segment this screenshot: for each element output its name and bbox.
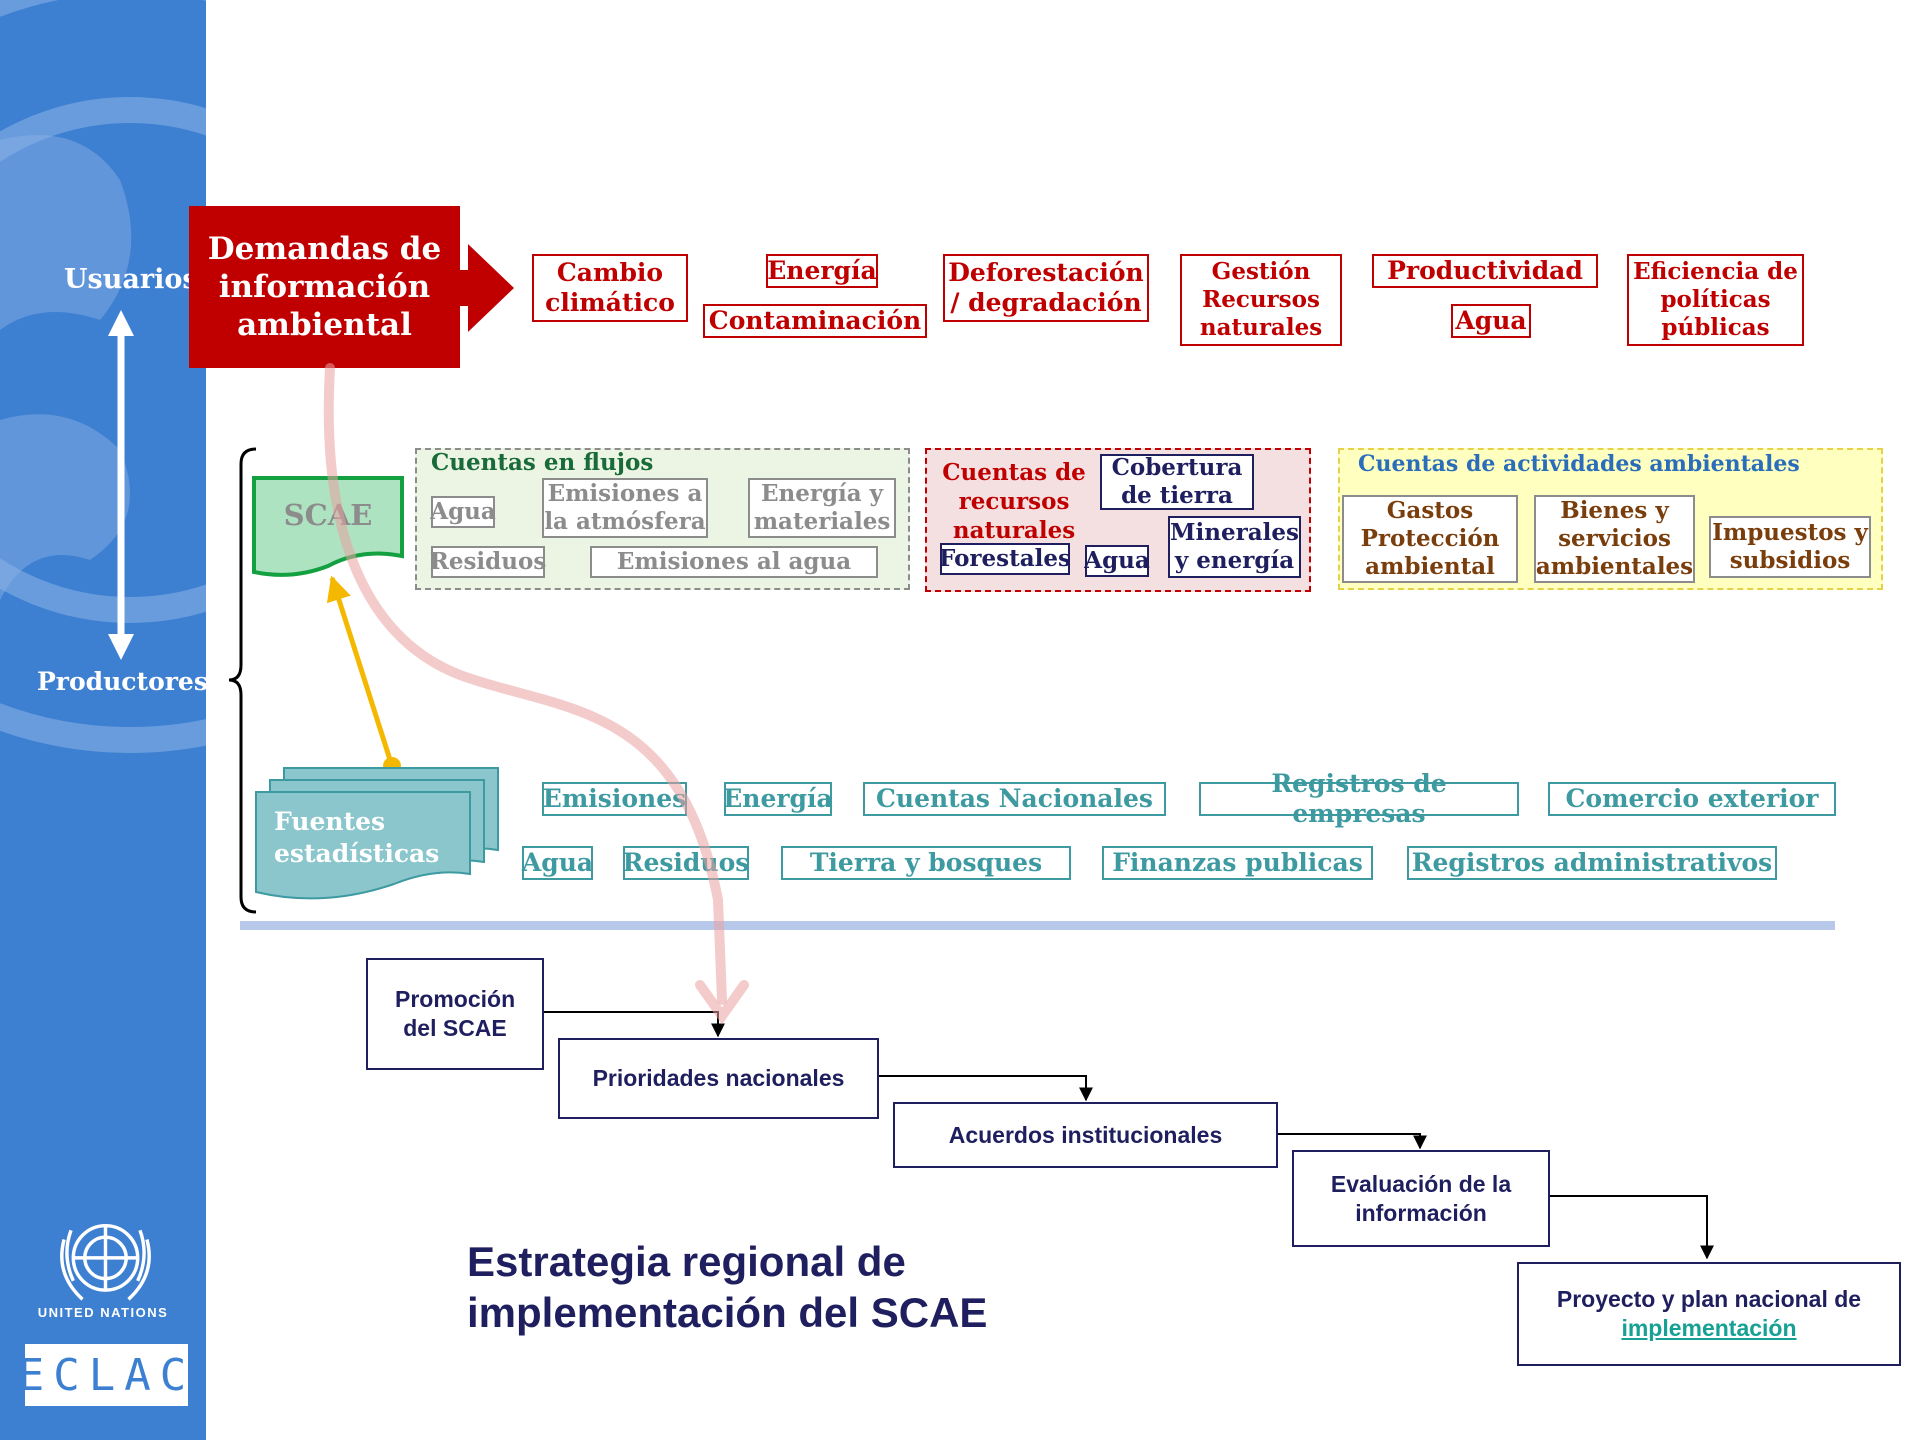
recursos-cobertura-label: Cobertura de tierra: [1111, 454, 1243, 509]
step-acuerdos: Acuerdos institucionales: [893, 1102, 1278, 1168]
topic-gestion-label: Gestión Recursos naturales: [1199, 258, 1323, 341]
topic-eficiencia: Eficiencia de políticas públicas: [1627, 254, 1804, 346]
step-proyecto-prefix: Proyecto y plan nacional de: [1556, 1286, 1862, 1312]
demandas-arrow-icon: [460, 244, 514, 332]
step-proyecto-text: Proyecto y plan nacional de implementaci…: [1544, 1285, 1874, 1343]
step-proyecto: Proyecto y plan nacional de implementaci…: [1517, 1262, 1901, 1366]
demandas-box: Demandas de información ambiental: [189, 206, 460, 368]
strategy-title: Estrategia regional de implementación de…: [467, 1236, 987, 1338]
flujos-emisiones-agua-label: Emisiones al agua: [616, 548, 852, 575]
topic-eficiencia-label: Eficiencia de políticas públicas: [1633, 258, 1798, 341]
flujos-emisiones-agua: Emisiones al agua: [590, 546, 878, 578]
topic-contaminacion-label: Contaminación: [708, 306, 922, 335]
fuente-emisiones: Emisiones: [542, 782, 687, 816]
fuente-energia: Energía: [723, 782, 833, 816]
eclac-logo: ECLAC: [18, 1344, 188, 1406]
topic-agua-label: Agua: [1455, 306, 1527, 335]
fuente-cuentas-nac-label: Cuentas Nacionales: [876, 784, 1153, 813]
flujos-energia-mat-label: Energía y materiales: [753, 480, 891, 535]
recursos-cobertura: Cobertura de tierra: [1100, 454, 1254, 510]
topic-energia: Energía: [766, 254, 878, 288]
fuente-tierra-bosques: Tierra y bosques: [781, 846, 1071, 880]
recursos-forestales: Forestales: [939, 543, 1071, 575]
un-logo-icon: [60, 1223, 151, 1301]
demandas-title: Demandas de información ambiental: [207, 231, 442, 343]
topic-agua: Agua: [1451, 304, 1531, 338]
fuente-tierra-label: Tierra y bosques: [809, 848, 1043, 877]
fuente-finanzas-label: Finanzas publicas: [1112, 848, 1363, 877]
fuente-agua-label: Agua: [521, 848, 594, 877]
topic-contaminacion: Contaminación: [703, 304, 927, 338]
step-promocion-label: Promoción del SCAE: [395, 986, 516, 1041]
fuente-registros-emp-label: Registros de empresas: [1271, 769, 1447, 828]
fuente-registros-empresas: Registros de empresas: [1199, 769, 1519, 828]
topic-energia-label: Energía: [767, 256, 877, 285]
fuente-residuos-label: Residuos: [622, 848, 750, 877]
topic-productividad-label: Productividad: [1387, 256, 1583, 285]
fuente-agua: Agua: [522, 846, 593, 880]
recursos-forestales-label: Forestales: [939, 545, 1071, 572]
step-acuerdos-label: Acuerdos institucionales: [948, 1121, 1223, 1148]
actividades-impuestos-label: Impuestos y subsidios: [1712, 519, 1868, 574]
topic-deforestacion: Deforestación / degradación: [943, 254, 1149, 322]
step-promocion: Promoción del SCAE: [366, 958, 544, 1070]
cuentas-recursos-title: Cuentas de recursos naturales: [942, 459, 1086, 544]
topic-gestion: Gestión Recursos naturales: [1180, 254, 1342, 346]
un-logo-text: UNITED NATIONS: [37, 1305, 169, 1320]
actividades-impuestos: Impuestos y subsidios: [1709, 516, 1871, 578]
flujos-energia-materiales: Energía y materiales: [748, 478, 896, 538]
strategy-title-line1: Estrategia regional de: [467, 1238, 906, 1285]
usuarios-productores-arrow: [108, 310, 134, 660]
actividades-bienes-label: Bienes y servicios ambientales: [1535, 497, 1694, 580]
producers-bracket: [228, 447, 257, 914]
step-prioridades-label: Prioridades nacionales: [592, 1065, 845, 1091]
topic-deforestacion-label: Deforestación / degradación: [948, 258, 1144, 317]
recursos-agua: Agua: [1084, 545, 1150, 577]
productores-label: Productores: [37, 667, 208, 696]
cuentas-actividades-title: Cuentas de actividades ambientales: [1358, 451, 1800, 477]
recursos-minerales: Minerales y energía: [1168, 516, 1301, 578]
cuentas-flujos-title: Cuentas en flujos: [431, 449, 654, 476]
fuentes-label: Fuentes estadísticas: [274, 807, 440, 868]
un-emblem-watermark: [0, 0, 206, 753]
recursos-minerales-label: Minerales y energía: [1170, 519, 1299, 574]
fuente-comercio-label: Comercio exterior: [1565, 784, 1819, 813]
fuente-cuentas-nacionales: Cuentas Nacionales: [863, 782, 1166, 816]
scae-label: SCAE: [283, 498, 373, 532]
sidebar: UNITED NATIONS ECLAC: [0, 0, 206, 1440]
flujos-residuos: Residuos: [429, 546, 547, 578]
fuente-finanzas: Finanzas publicas: [1102, 846, 1373, 880]
flujos-agua: Agua: [430, 496, 496, 528]
section-divider: [240, 921, 1835, 930]
fuente-comercio-exterior: Comercio exterior: [1548, 782, 1836, 816]
recursos-agua-label: Agua: [1084, 547, 1150, 574]
implementacion-link[interactable]: implementación: [1621, 1315, 1797, 1341]
step-evaluacion: Evaluación de la información: [1292, 1150, 1550, 1247]
step-evaluacion-label: Evaluación de la información: [1330, 1170, 1512, 1226]
strategy-title-line2: implementación del SCAE: [467, 1289, 988, 1336]
actividades-bienes: Bienes y servicios ambientales: [1534, 495, 1695, 583]
fuentes-to-scae-arrow: [326, 575, 395, 767]
fuente-emisiones-label: Emisiones: [542, 784, 687, 813]
topic-cambio-label: Cambio climático: [545, 258, 675, 317]
topic-cambio-climatico: Cambio climático: [532, 254, 688, 322]
flujos-emisiones-atm: Emisiones a la atmósfera: [542, 478, 708, 538]
fuente-registros-administrativos: Registros administrativos: [1407, 846, 1777, 880]
flujos-emisiones-atm-label: Emisiones a la atmósfera: [544, 480, 706, 535]
eclac-logo-text: ECLAC: [17, 1349, 196, 1401]
flujos-agua-label: Agua: [430, 498, 496, 525]
step-prioridades: Prioridades nacionales: [558, 1038, 879, 1119]
fuente-residuos: Residuos: [623, 846, 749, 880]
flujos-residuos-label: Residuos: [429, 548, 547, 575]
usuarios-label: Usuarios: [64, 264, 198, 295]
actividades-gastos-label: Gastos Protección ambiental: [1360, 497, 1500, 580]
fuente-registros-adm-label: Registros administrativos: [1411, 848, 1773, 877]
fuente-energia-label: Energía: [723, 784, 833, 813]
topic-productividad: Productividad: [1372, 254, 1598, 288]
actividades-gastos: Gastos Protección ambiental: [1342, 495, 1518, 583]
